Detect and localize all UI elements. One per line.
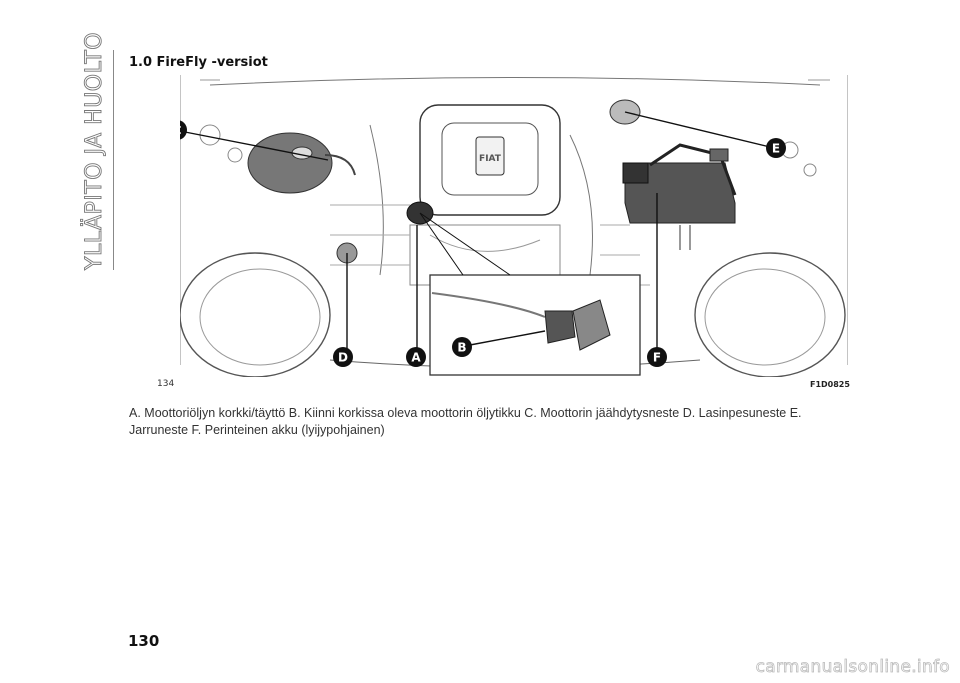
- section-title: 1.0 FireFly -versiot: [129, 55, 268, 70]
- callout-a: A: [406, 347, 426, 367]
- svg-text:C: C: [180, 124, 182, 138]
- engine-bay-illustration: FIAT C: [180, 75, 848, 377]
- figure-caption: A. Moottoriöljyn korkki/täyttö B. Kiinni…: [129, 406, 802, 437]
- svg-text:B: B: [457, 341, 466, 355]
- figure-number: 134: [157, 379, 175, 389]
- page-number: 130: [128, 632, 160, 650]
- chapter-side-title: YLLÄPITO JA HUOLTO: [82, 31, 108, 270]
- svg-text:D: D: [338, 351, 348, 365]
- svg-text:FIAT: FIAT: [479, 154, 502, 164]
- callout-b: B: [452, 337, 472, 357]
- side-divider-line: [113, 50, 114, 270]
- svg-text:E: E: [772, 142, 780, 156]
- callout-f: F: [647, 347, 667, 367]
- watermark-text: carmanualsonline.info: [755, 657, 950, 678]
- svg-text:A: A: [411, 351, 421, 365]
- figure-code: F1D0825: [810, 380, 850, 389]
- callout-c: C: [180, 120, 187, 140]
- callout-d: D: [333, 347, 353, 367]
- svg-text:F: F: [653, 351, 661, 365]
- callout-e: E: [766, 138, 786, 158]
